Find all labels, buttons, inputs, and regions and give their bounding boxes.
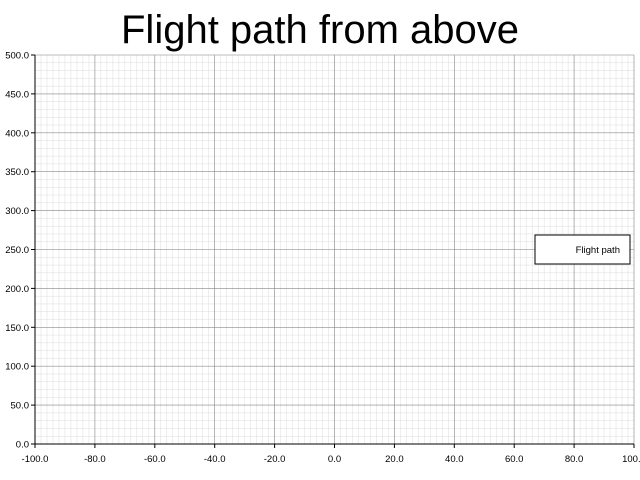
y-tick-label: 150.0 bbox=[5, 323, 29, 334]
x-tick-label: 20.0 bbox=[385, 454, 404, 465]
y-tick-label: 500.0 bbox=[5, 51, 29, 62]
legend: Flight path bbox=[534, 234, 631, 265]
x-tick-label: 40.0 bbox=[445, 454, 464, 465]
y-tick-label: 50.0 bbox=[11, 401, 30, 412]
y-tick-label: 100.0 bbox=[5, 362, 29, 373]
y-axis-ticks: 0.0 50.0 100.0 150.0 200.0 250.0 300.0 350.0 400… bbox=[5, 51, 35, 451]
x-tick-label: -100.0 bbox=[22, 454, 49, 465]
x-tick-label: -20.0 bbox=[264, 454, 286, 465]
x-tick-label: -60.0 bbox=[144, 454, 166, 465]
x-tick-label: 60.0 bbox=[505, 454, 524, 465]
x-tick-label: 0.0 bbox=[328, 454, 341, 465]
y-tick-label: 200.0 bbox=[5, 284, 29, 295]
y-tick-label: 0.0 bbox=[16, 440, 29, 451]
y-tick-label: 450.0 bbox=[5, 89, 29, 100]
y-tick-label: 400.0 bbox=[5, 128, 29, 139]
x-tick-label: 80.0 bbox=[565, 454, 584, 465]
chart-title: Flight path from above bbox=[121, 8, 519, 52]
x-tick-label: -40.0 bbox=[204, 454, 226, 465]
legend-label: Flight path bbox=[576, 245, 620, 256]
y-tick-label: 350.0 bbox=[5, 167, 29, 178]
y-tick-label: 250.0 bbox=[5, 245, 29, 256]
y-tick-label: 300.0 bbox=[5, 206, 29, 217]
x-axis-ticks: -100.0 -80.0 -60.0 -40.0 -20.0 0.0 20.0 40.0 60.… bbox=[22, 444, 640, 465]
x-tick-label: -80.0 bbox=[84, 454, 106, 465]
x-tick-label: 100.0 bbox=[622, 454, 640, 465]
